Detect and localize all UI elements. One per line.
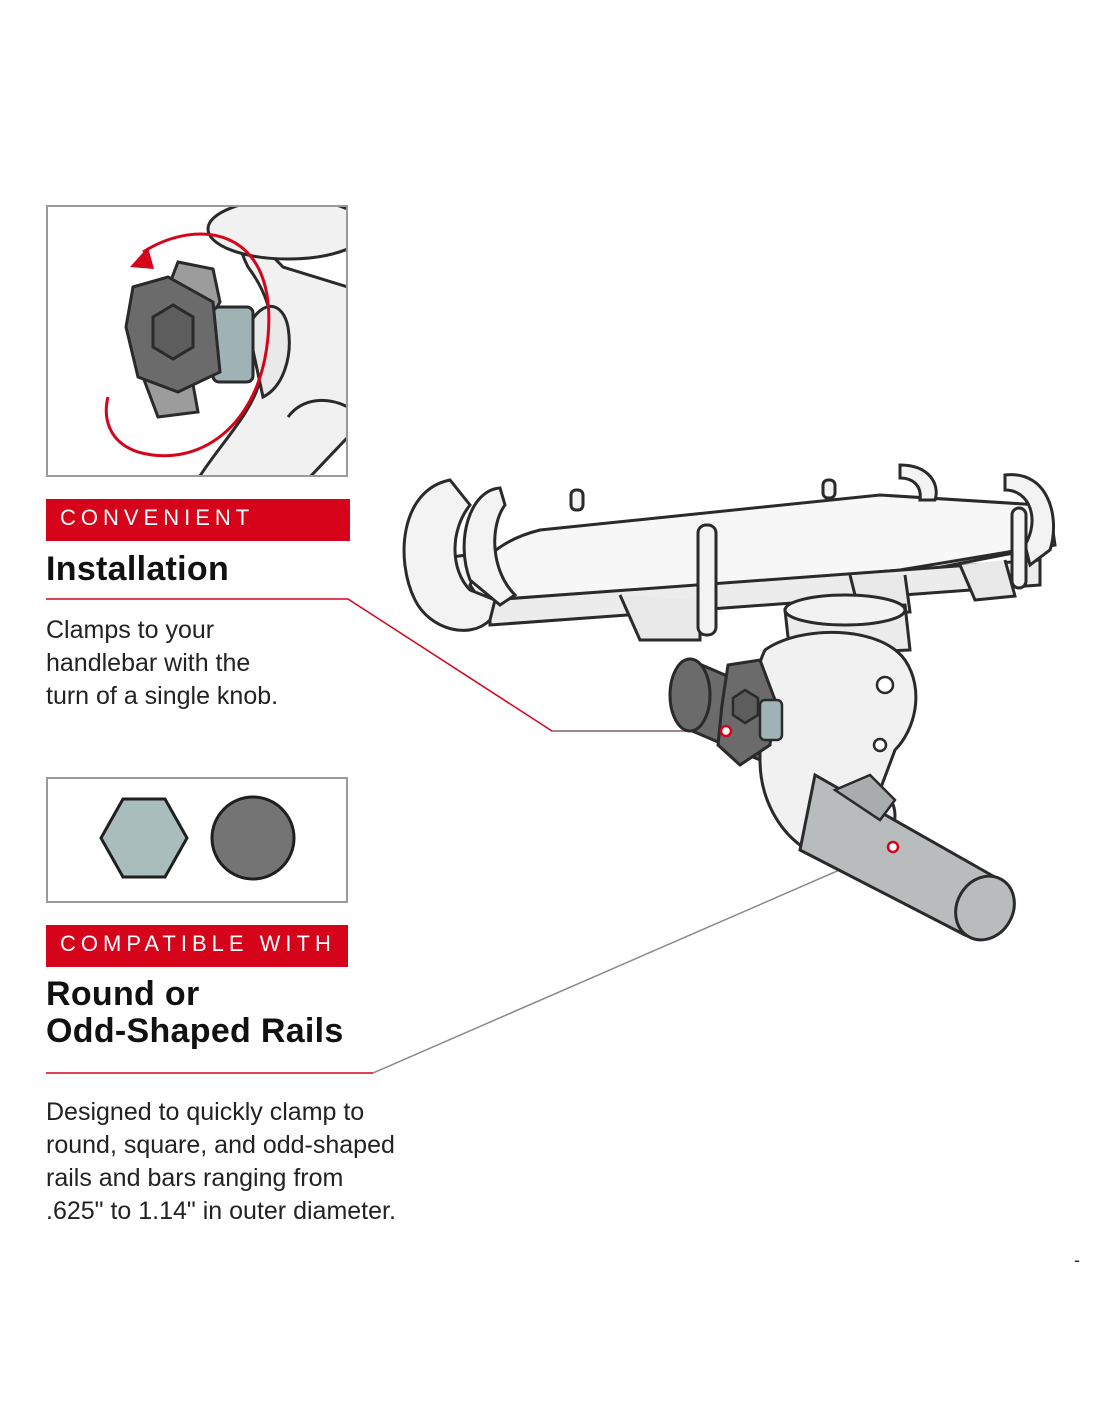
- callout-dot-knob: [719, 724, 733, 738]
- feature-title-rails: Round or Odd-Shaped Rails: [46, 976, 344, 1050]
- title-line: Round or: [46, 975, 200, 1013]
- body-line: handlebar with the: [46, 649, 251, 677]
- rail-shapes-illustration: [99, 795, 296, 881]
- title-line: Odd-Shaped Rails: [46, 1012, 344, 1050]
- body-line: round, square, and odd-shaped: [46, 1131, 395, 1159]
- knob-detail-panel: [46, 205, 348, 477]
- rail-shapes-panel: [46, 777, 348, 903]
- feature-tag-compatible: COMPATIBLE WITH: [46, 925, 348, 967]
- rotation-arrow-icon: [130, 247, 154, 269]
- feature-title-installation: Installation: [46, 550, 230, 588]
- body-line: Clamps to your: [46, 616, 215, 644]
- body-line: .625" to 1.14" in outer diameter.: [46, 1197, 396, 1225]
- body-line: turn of a single knob.: [46, 682, 279, 710]
- feature-tag-convenient: CONVENIENT: [46, 499, 350, 541]
- round-rail-icon: [210, 795, 296, 881]
- hexagon-rail-icon: [99, 797, 189, 879]
- body-line: Designed to quickly clamp to: [46, 1098, 365, 1126]
- tag-label: CONVENIENT: [60, 505, 255, 530]
- callout-dot-rail: [886, 840, 900, 854]
- feature-description-rails: Designed to quickly clamp to round, squa…: [46, 1096, 396, 1228]
- corner-mark: -: [1074, 1250, 1080, 1270]
- tag-label: COMPATIBLE WITH: [60, 931, 336, 956]
- feature-description-installation: Clamps to your handlebar with the turn o…: [46, 614, 278, 713]
- body-line: rails and bars ranging from: [46, 1164, 344, 1192]
- knob-turn-illustration: [104, 207, 346, 475]
